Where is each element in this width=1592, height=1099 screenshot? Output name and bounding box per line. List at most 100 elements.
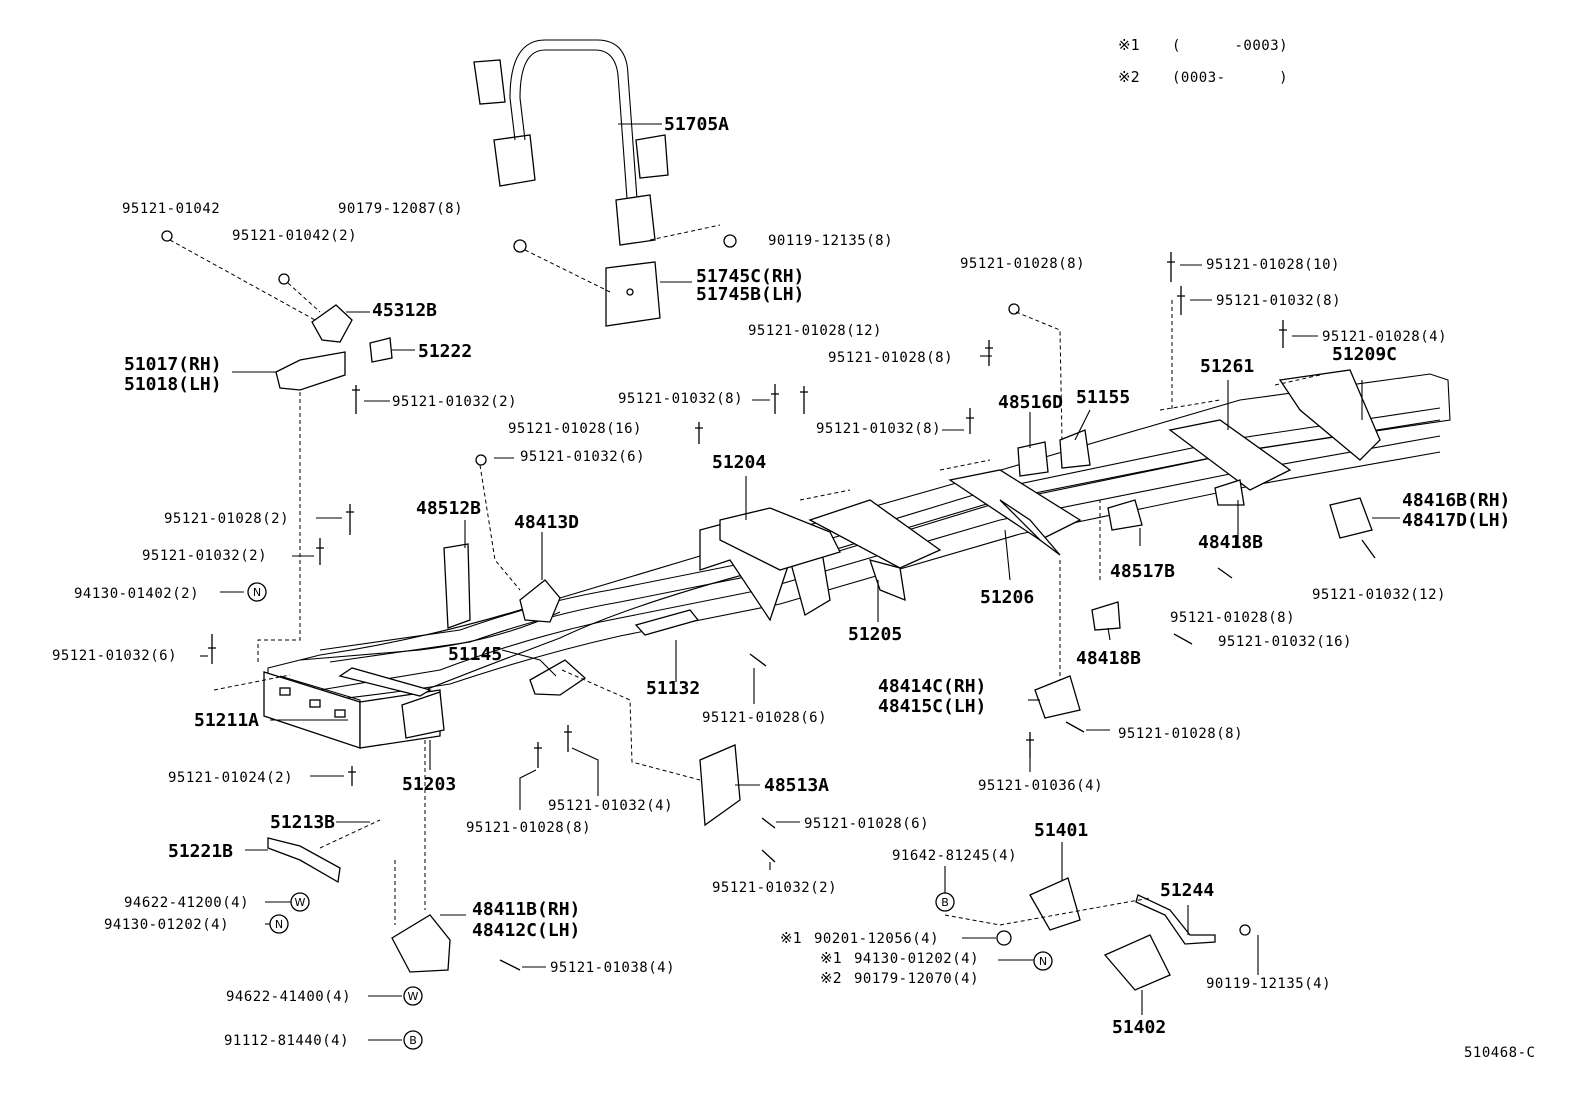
label-94130-01402-2: 94130-01402(2)	[74, 586, 199, 602]
label-51206: 51206	[980, 587, 1034, 608]
label-51204: 51204	[712, 452, 766, 473]
bracket-51402	[1103, 934, 1171, 991]
label-48418B-b: 48418B	[1076, 648, 1141, 669]
label-95121-01042-2: 95121-01042(2)	[232, 228, 357, 244]
label-94130-01202-4b: 94130-01202(4)	[854, 951, 979, 967]
label-51018: 51018(LH)	[124, 374, 222, 395]
label-51155: 51155	[1076, 387, 1130, 408]
label-95121-01032-12: 95121-01032(12)	[1312, 587, 1446, 603]
symbol-n-3-label: N	[1039, 955, 1047, 968]
label-48414C: 48414C(RH)	[878, 676, 986, 697]
label-95121-01032-16: 95121-01032(16)	[1218, 634, 1352, 650]
symbol-w-1	[290, 892, 310, 912]
label-51261: 51261	[1200, 356, 1254, 377]
symbol-markers: N W N B N W B	[247, 582, 1053, 1050]
label-51132: 51132	[646, 678, 700, 699]
bracket-51155	[1059, 429, 1091, 469]
label-51211A: 51211A	[194, 710, 259, 731]
symbol-w-2	[403, 986, 423, 1006]
label-48517B: 48517B	[1110, 561, 1175, 582]
note2-mark: ※2	[1118, 68, 1140, 86]
symbol-b-2	[403, 1030, 423, 1050]
label-95121-01032-8a: 95121-01032(8)	[1216, 293, 1341, 309]
label-95121-01028-10: 95121-01028(10)	[1206, 257, 1340, 273]
mark-1b: ※1	[820, 949, 842, 967]
bracket-48513A	[699, 744, 741, 827]
bracket-45312B	[311, 304, 353, 343]
label-95121-01028-16: 95121-01028(16)	[508, 421, 642, 437]
label-94622-41400-4: 94622-41400(4)	[226, 989, 351, 1005]
label-90119-12135-4: 90119-12135(4)	[1206, 976, 1331, 992]
symbol-n-2-label: N	[275, 918, 283, 931]
label-95121-01028-8e: 95121-01028(8)	[466, 820, 591, 836]
bracket-51017	[275, 351, 346, 391]
note2-range: (0003- )	[1172, 70, 1288, 86]
label-51205: 51205	[848, 624, 902, 645]
symbol-b-1-label: B	[941, 896, 949, 909]
label-48513A: 48513A	[764, 775, 829, 796]
label-95121-01028-8b: 95121-01028(8)	[828, 350, 953, 366]
label-91642-81245-4: 91642-81245(4)	[892, 848, 1017, 864]
label-48413D: 48413D	[514, 512, 579, 533]
label-51705A: 51705A	[664, 114, 729, 135]
bracket-51132	[634, 609, 700, 636]
label-51145: 51145	[448, 644, 502, 665]
label-51402: 51402	[1112, 1017, 1166, 1038]
label-94130-01202-4a: 94130-01202(4)	[104, 917, 229, 933]
label-51745C: 51745C(RH)	[696, 266, 804, 287]
label-95121-01028-8c: 95121-01028(8)	[1170, 610, 1295, 626]
label-51203: 51203	[402, 774, 456, 795]
label-51244: 51244	[1160, 880, 1214, 901]
label-95121-01028-8a: 95121-01028(8)	[960, 256, 1085, 272]
label-95121-01028-12: 95121-01028(12)	[748, 323, 882, 339]
bracket-48418B-b	[1091, 601, 1121, 631]
label-95121-01032-8b: 95121-01032(8)	[618, 391, 743, 407]
diagram-id: 510468-C	[1464, 1045, 1535, 1061]
bracket-51401	[1029, 877, 1081, 931]
symbol-w-1-label: W	[295, 896, 306, 909]
bracket-48413D	[519, 579, 561, 623]
bracket-48414C	[1034, 675, 1081, 719]
mark-2: ※2	[820, 969, 842, 987]
label-48415C: 48415C(LH)	[878, 696, 986, 717]
bracket-51145	[529, 659, 587, 696]
dashed-connections	[169, 224, 1173, 926]
label-51401: 51401	[1034, 820, 1088, 841]
label-95121-01028-2: 95121-01028(2)	[164, 511, 289, 527]
label-90179-12070-4: 90179-12070(4)	[854, 971, 979, 987]
label-48416B: 48416B(RH)	[1402, 490, 1510, 511]
label-95121-01032-6a: 95121-01032(6)	[520, 449, 645, 465]
notes-block: ※1 ( -0003) ※2 (0003- )	[1118, 36, 1288, 86]
fasteners	[161, 230, 1376, 971]
bracket-48517B	[1107, 499, 1143, 531]
bracket-51222	[369, 337, 393, 363]
part-labels: 51705A 95121-01042 95121-01042(2) 90179-…	[52, 114, 1535, 1061]
label-90179-12087-8: 90179-12087(8)	[338, 201, 463, 217]
leader-lines	[200, 123, 1400, 1041]
mark-1: ※1	[780, 929, 802, 947]
label-48411B: 48411B(RH)	[472, 899, 580, 920]
label-95121-01032-8c: 95121-01032(8)	[816, 421, 941, 437]
bracket-48416B	[1329, 497, 1373, 539]
label-48412C: 48412C(LH)	[472, 920, 580, 941]
label-51213B: 51213B	[270, 812, 335, 833]
label-51222: 51222	[418, 341, 472, 362]
symbol-w-2-label: W	[408, 990, 419, 1003]
label-90201-12056-4: 90201-12056(4)	[814, 931, 939, 947]
label-48417D: 48417D(LH)	[1402, 510, 1510, 531]
label-95121-01028-8d: 95121-01028(8)	[1118, 726, 1243, 742]
label-48516D: 48516D	[998, 392, 1063, 413]
bracket-48418B-a	[1214, 479, 1245, 506]
label-95121-01028-6a: 95121-01028(6)	[702, 710, 827, 726]
label-95121-01032-2c: 95121-01032(2)	[712, 880, 837, 896]
bracket-48411B	[391, 914, 451, 973]
label-51745B: 51745B(LH)	[696, 284, 804, 305]
label-91112-81440-4: 91112-81440(4)	[224, 1033, 349, 1049]
label-45312B: 45312B	[372, 300, 437, 321]
label-95121-01028-6b: 95121-01028(6)	[804, 816, 929, 832]
label-95121-01038-4: 95121-01038(4)	[550, 960, 675, 976]
label-95121-01032-4: 95121-01032(4)	[548, 798, 673, 814]
label-51221B: 51221B	[168, 841, 233, 862]
note1-mark: ※1	[1118, 36, 1140, 54]
